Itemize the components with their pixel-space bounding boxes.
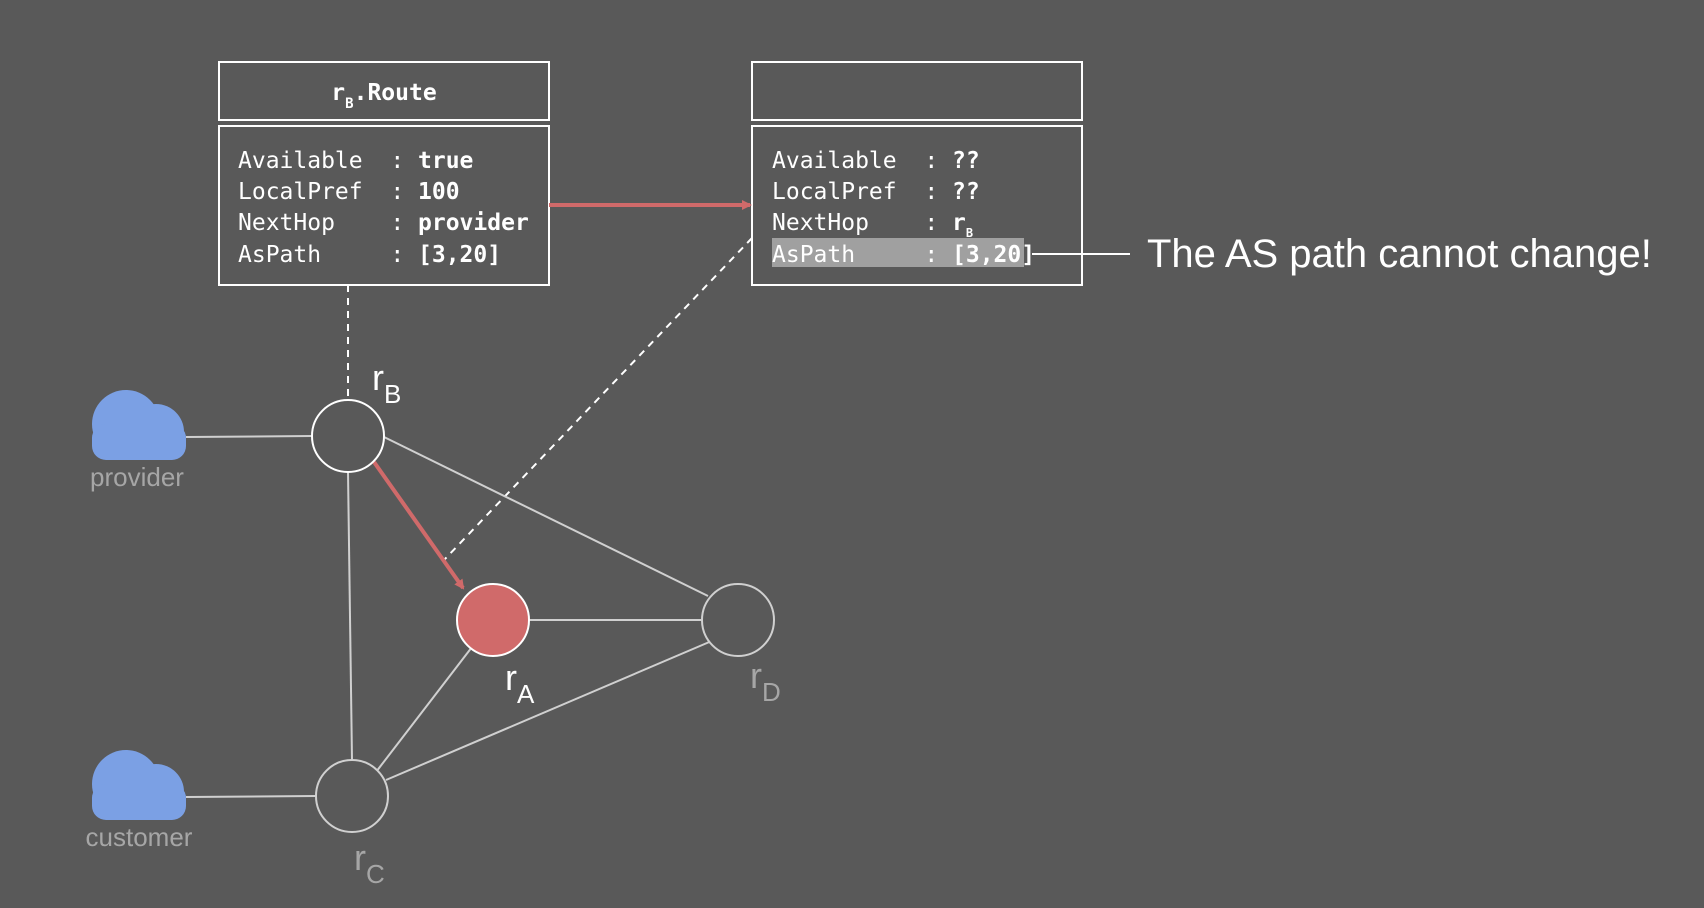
node-rb-label: rB <box>372 357 401 409</box>
cloud-provider-icon <box>92 390 186 460</box>
link-rc-rd <box>385 639 715 781</box>
link-ra-rc <box>375 646 473 773</box>
cloud-customer-icon <box>92 750 186 820</box>
rb-route-row-available: Available : true <box>238 148 473 174</box>
rb-to-ra-arrow <box>372 460 465 590</box>
aspath-highlight <box>772 238 1024 267</box>
ra-route-body-box <box>751 125 1083 286</box>
node-rd-label: rD <box>750 655 781 707</box>
cloud-provider-label: provider <box>90 462 184 492</box>
node-rb <box>311 399 385 473</box>
rb-route-title-box <box>218 61 550 121</box>
node-ra <box>456 583 530 657</box>
annotation-text: The AS path cannot change! <box>1147 232 1652 276</box>
rb-route-table: rB.Route Available : true LocalPref : 10… <box>218 61 550 286</box>
node-rc-label: rC <box>354 837 385 889</box>
link-rb-rd <box>383 436 709 597</box>
rb-route-row-aspath: AsPath : [3,20] <box>238 242 501 268</box>
rb-route-title: rB.Route <box>331 80 436 112</box>
node-rd <box>701 583 775 657</box>
ra-route-table: Available : ?? LocalPref : ?? NextHop : … <box>751 61 1083 286</box>
ra-route-row-localpref: LocalPref : ?? <box>772 179 980 205</box>
cloud-customer-label: customer <box>86 822 193 852</box>
ra-route-title-box <box>751 61 1083 121</box>
rb-route-row-localpref: LocalPref : 100 <box>238 179 460 205</box>
link-rb-rc <box>347 471 353 762</box>
rb-route-row-nexthop: NextHop : provider <box>238 210 529 236</box>
ra-route-row-nexthop: NextHop : rB <box>772 210 973 240</box>
link-customer-rc <box>185 795 317 798</box>
node-ra-label: rA <box>505 657 535 709</box>
ra-route-row-available: Available : ?? <box>772 148 980 174</box>
node-rc <box>315 759 389 833</box>
link-provider-rb <box>185 435 313 438</box>
ra-route-row-aspath: AsPath : [3,20] <box>772 242 1035 268</box>
ra-table-dashed-link <box>443 237 753 561</box>
network-links <box>185 435 715 798</box>
